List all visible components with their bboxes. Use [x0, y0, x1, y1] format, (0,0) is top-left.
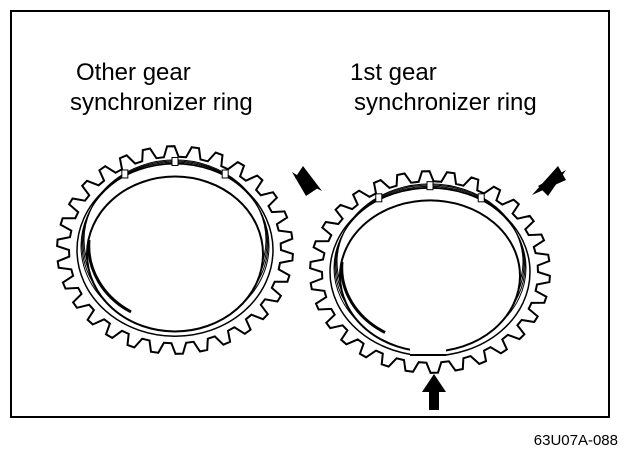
- other-gear-synchronizer-ring: [56, 145, 294, 355]
- other-gear-label-line1: Other gear: [76, 59, 191, 86]
- arrow-up-bottom: [422, 374, 446, 410]
- first-gear-label-line1: 1st gear: [350, 59, 437, 86]
- figure-frame: [10, 10, 610, 418]
- other-gear-label-line2: synchronizer ring: [70, 89, 253, 116]
- first-gear-synchronizer-ring: [309, 170, 551, 374]
- figure-code: 63U07A-088: [533, 432, 618, 449]
- arrow-upper-right: [532, 166, 566, 196]
- first-gear-label-line2: synchronizer ring: [354, 89, 537, 116]
- arrow-upper-left: [292, 166, 322, 196]
